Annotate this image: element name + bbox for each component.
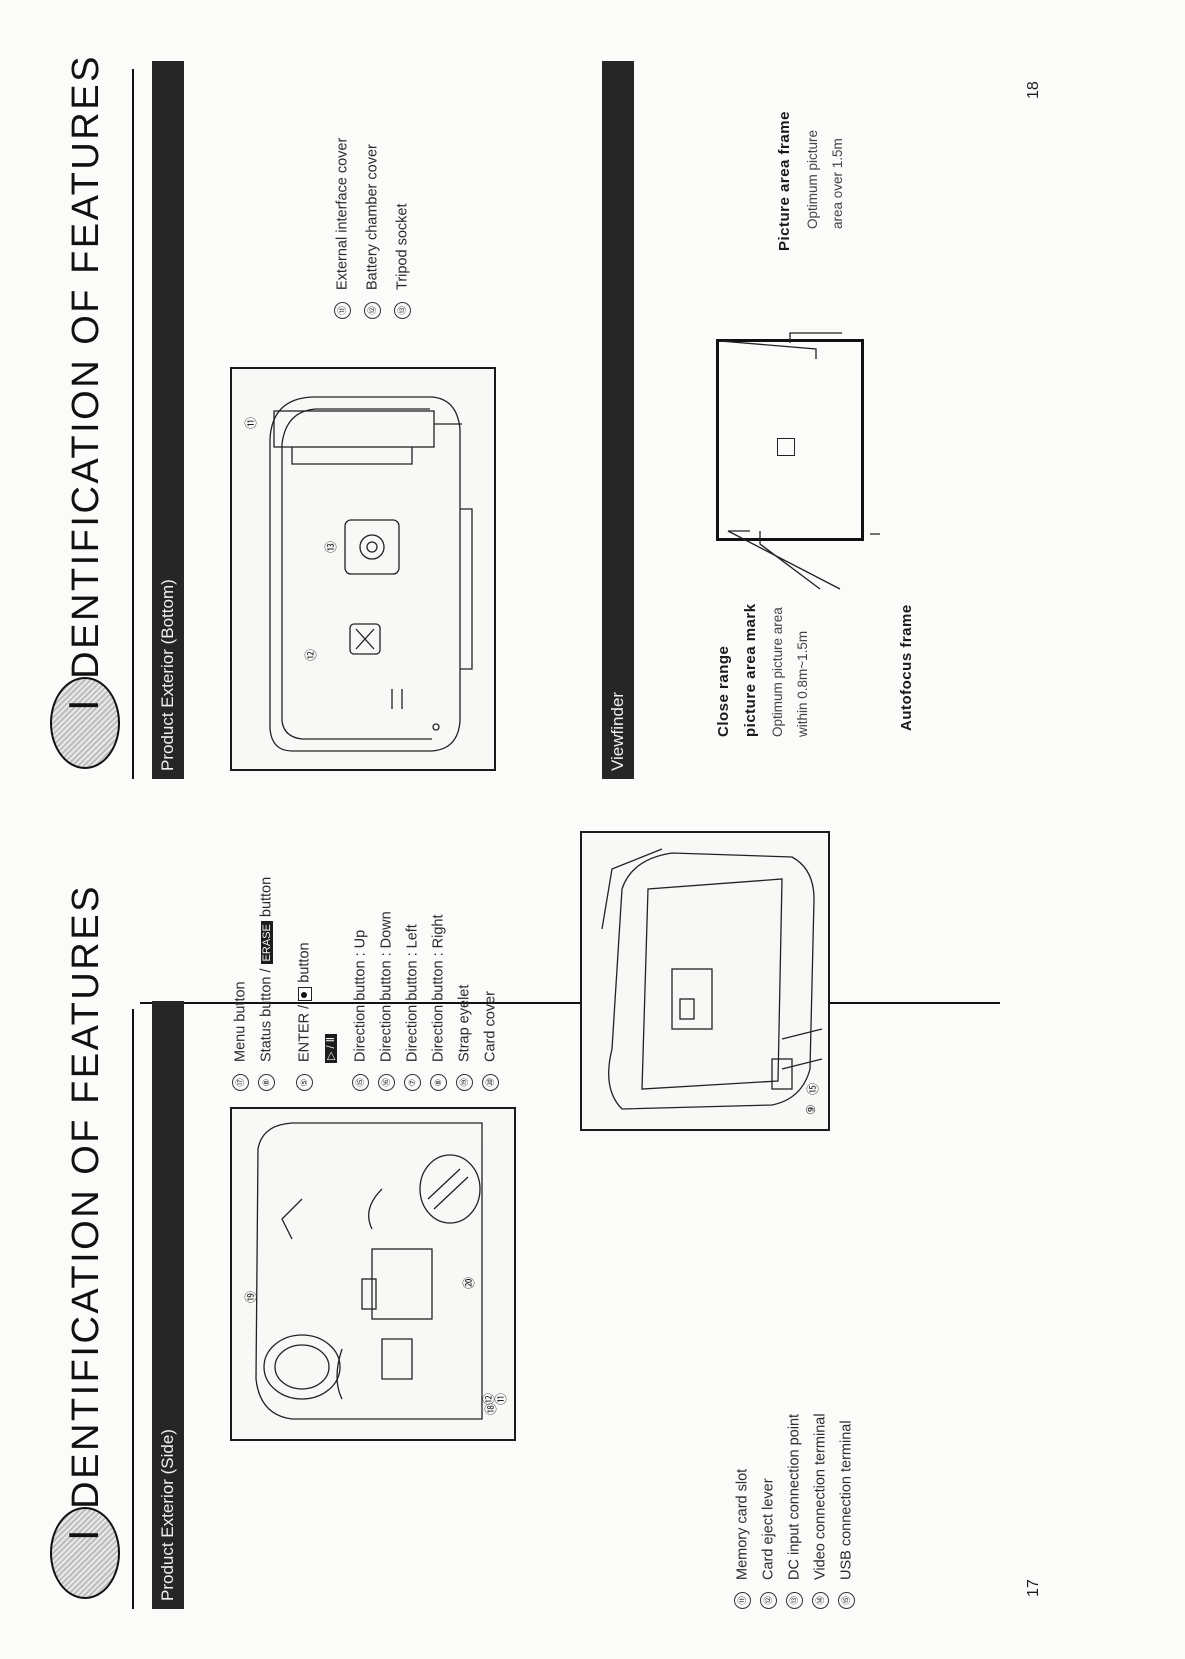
item-text: Direction button : Up <box>352 929 369 1062</box>
figure-bottom-view: ⑫ ⑬ ⑪ <box>230 367 496 771</box>
erase-badge: ERASE <box>261 921 274 965</box>
item-card-eject-lever: ⑫ Card eject lever <box>760 1478 777 1609</box>
section-bar-viewfinder-label: Viewfinder <box>608 691 627 771</box>
section-bar-bottom: Product Exterior (Bottom) <box>152 61 184 779</box>
item-text: Memory card slot <box>734 1468 751 1580</box>
item-number: ⑤ <box>296 1074 313 1091</box>
item-memory-card-slot: ⑪ Memory card slot <box>734 1469 751 1609</box>
item-text: Tripod socket <box>394 203 411 291</box>
viewfinder-leader-lines <box>719 332 880 590</box>
page-number-17: 17 <box>1025 1579 1042 1597</box>
title-text: DENTIFICATION OF FEATURES <box>65 884 107 1509</box>
item-direction-down: ⑯ Direction button : Down <box>378 911 395 1091</box>
callout-12-side: ⑫ <box>482 1392 496 1405</box>
item-direction-up: ⑮ Direction button : Up <box>352 930 369 1091</box>
picture-area-desc-line2: area over 1.5m <box>830 138 845 229</box>
callout-9: ⑨ <box>804 1104 818 1115</box>
item-text: Card cover <box>482 991 499 1062</box>
item-external-interface-cover: ⑪ External interface cover <box>334 138 351 319</box>
item-number: ⑲ <box>456 1074 473 1091</box>
figure-terminals: ⑨ ⑮ <box>580 831 830 1131</box>
item-text: Status button / <box>258 968 275 1062</box>
title-text: DENTIFICATION OF FEATURES <box>65 54 107 679</box>
item-text: Direction button : Left <box>404 924 421 1062</box>
close-range-desc-line1: Optimum picture area <box>770 607 785 737</box>
item-number: ⑧ <box>430 1074 447 1091</box>
item-number: ⑪ <box>334 302 351 319</box>
play-pause-badge: ▷ / Ⅱ <box>325 1033 337 1063</box>
item-text: Battery chamber cover <box>364 144 381 290</box>
item-text: Direction button : Right <box>430 914 447 1063</box>
item-number: ⑧ <box>258 1074 275 1091</box>
item-menu-button: ⑰ Menu button <box>232 981 249 1091</box>
section-bar-side-label: Product Exterior (Side) <box>158 1429 177 1601</box>
camera-bottom-drawing <box>269 396 473 752</box>
callout-19: ⑲ <box>244 1290 258 1303</box>
record-icon <box>297 986 312 1001</box>
section-bar-viewfinder: Viewfinder <box>602 61 634 779</box>
figure-side-view: ⑲ ⑳ ⑱ ⑪ ⑫ <box>230 1107 516 1441</box>
callout-12: ⑫ <box>304 648 318 661</box>
title-initial-badge: I <box>60 681 108 769</box>
title-initial: I <box>60 1526 107 1541</box>
camera-terminals-drawing <box>601 848 823 1110</box>
item-text: ENTER / <box>296 1004 313 1062</box>
item-text: Menu button <box>232 981 249 1062</box>
item-number: ⑮ <box>838 1592 855 1609</box>
item-text: External interface cover <box>334 137 351 290</box>
picture-area-desc-line1: Optimum picture <box>805 129 820 229</box>
item-direction-right: ⑧ Direction button : Right <box>430 914 447 1091</box>
right-page-title: IDENTIFICATION OF FEATURES <box>60 54 108 769</box>
left-title-rule <box>132 1009 134 1609</box>
callout-20: ⑳ <box>462 1276 476 1289</box>
camera-side-drawing <box>255 1122 483 1420</box>
picture-area-title: Picture area frame <box>776 111 793 251</box>
item-enter-subline: ▷ / Ⅱ <box>322 1033 338 1063</box>
item-status-erase-button: ⑧ Status button / ERASE button <box>258 877 275 1091</box>
item-number: ⑮ <box>352 1074 369 1091</box>
close-range-title-line1: Close range <box>715 645 732 737</box>
item-tripod-socket: ⑬ Tripod socket <box>394 203 411 319</box>
item-text: Card eject lever <box>760 1478 777 1580</box>
item-number: ⑫ <box>364 302 381 319</box>
page-number-18: 18 <box>1025 81 1042 99</box>
close-range-title-line2: picture area mark <box>742 603 759 737</box>
item-number: ⑰ <box>232 1074 249 1091</box>
left-page-title: I DENTIFICATION OF FEATURES <box>60 884 108 1599</box>
section-bar-bottom-label: Product Exterior (Bottom) <box>158 579 177 771</box>
item-card-cover: ⑳ Card cover <box>482 991 499 1091</box>
item-number: ⑯ <box>378 1074 395 1091</box>
item-direction-left: ⑦ Direction button : Left <box>404 924 421 1091</box>
item-number: ⑪ <box>734 1592 751 1609</box>
item-text: Video connection terminal <box>812 1413 829 1580</box>
item-number: ⑦ <box>404 1074 421 1091</box>
autofocus-label: Autofocus frame <box>898 604 915 731</box>
item-number: ⑬ <box>394 302 411 319</box>
item-number: ⑳ <box>482 1074 499 1091</box>
callout-11: ⑪ <box>244 416 258 429</box>
item-text: DC input connection point <box>786 1413 803 1580</box>
item-dc-input: ⑬ DC input connection point <box>786 1414 803 1609</box>
item-video-terminal: ⑭ Video connection terminal <box>812 1413 829 1609</box>
item-text: Direction button : Down <box>378 911 395 1062</box>
item-battery-chamber-cover: ⑫ Battery chamber cover <box>364 144 381 319</box>
item-text: Strap eyelet <box>456 984 473 1062</box>
close-range-desc-line2: within 0.8m~1.5m <box>795 630 810 737</box>
title-initial-badge: I <box>60 1511 108 1599</box>
item-text: USB connection terminal <box>838 1420 855 1580</box>
right-title-rule <box>132 69 134 779</box>
callout-13: ⑬ <box>324 540 338 553</box>
item-enter-button: ⑤ ENTER / button <box>296 942 313 1091</box>
item-number: ⑬ <box>786 1592 803 1609</box>
section-bar-side: Product Exterior (Side) <box>152 1001 184 1609</box>
item-suffix: button <box>296 942 313 983</box>
item-number: ⑫ <box>760 1592 777 1609</box>
item-suffix: button <box>258 876 275 918</box>
callout-15: ⑮ <box>806 1082 820 1095</box>
item-usb-terminal: ⑮ USB connection terminal <box>838 1420 855 1609</box>
item-strap-eyelet: ⑲ Strap eyelet <box>456 985 473 1091</box>
item-number: ⑭ <box>812 1592 829 1609</box>
